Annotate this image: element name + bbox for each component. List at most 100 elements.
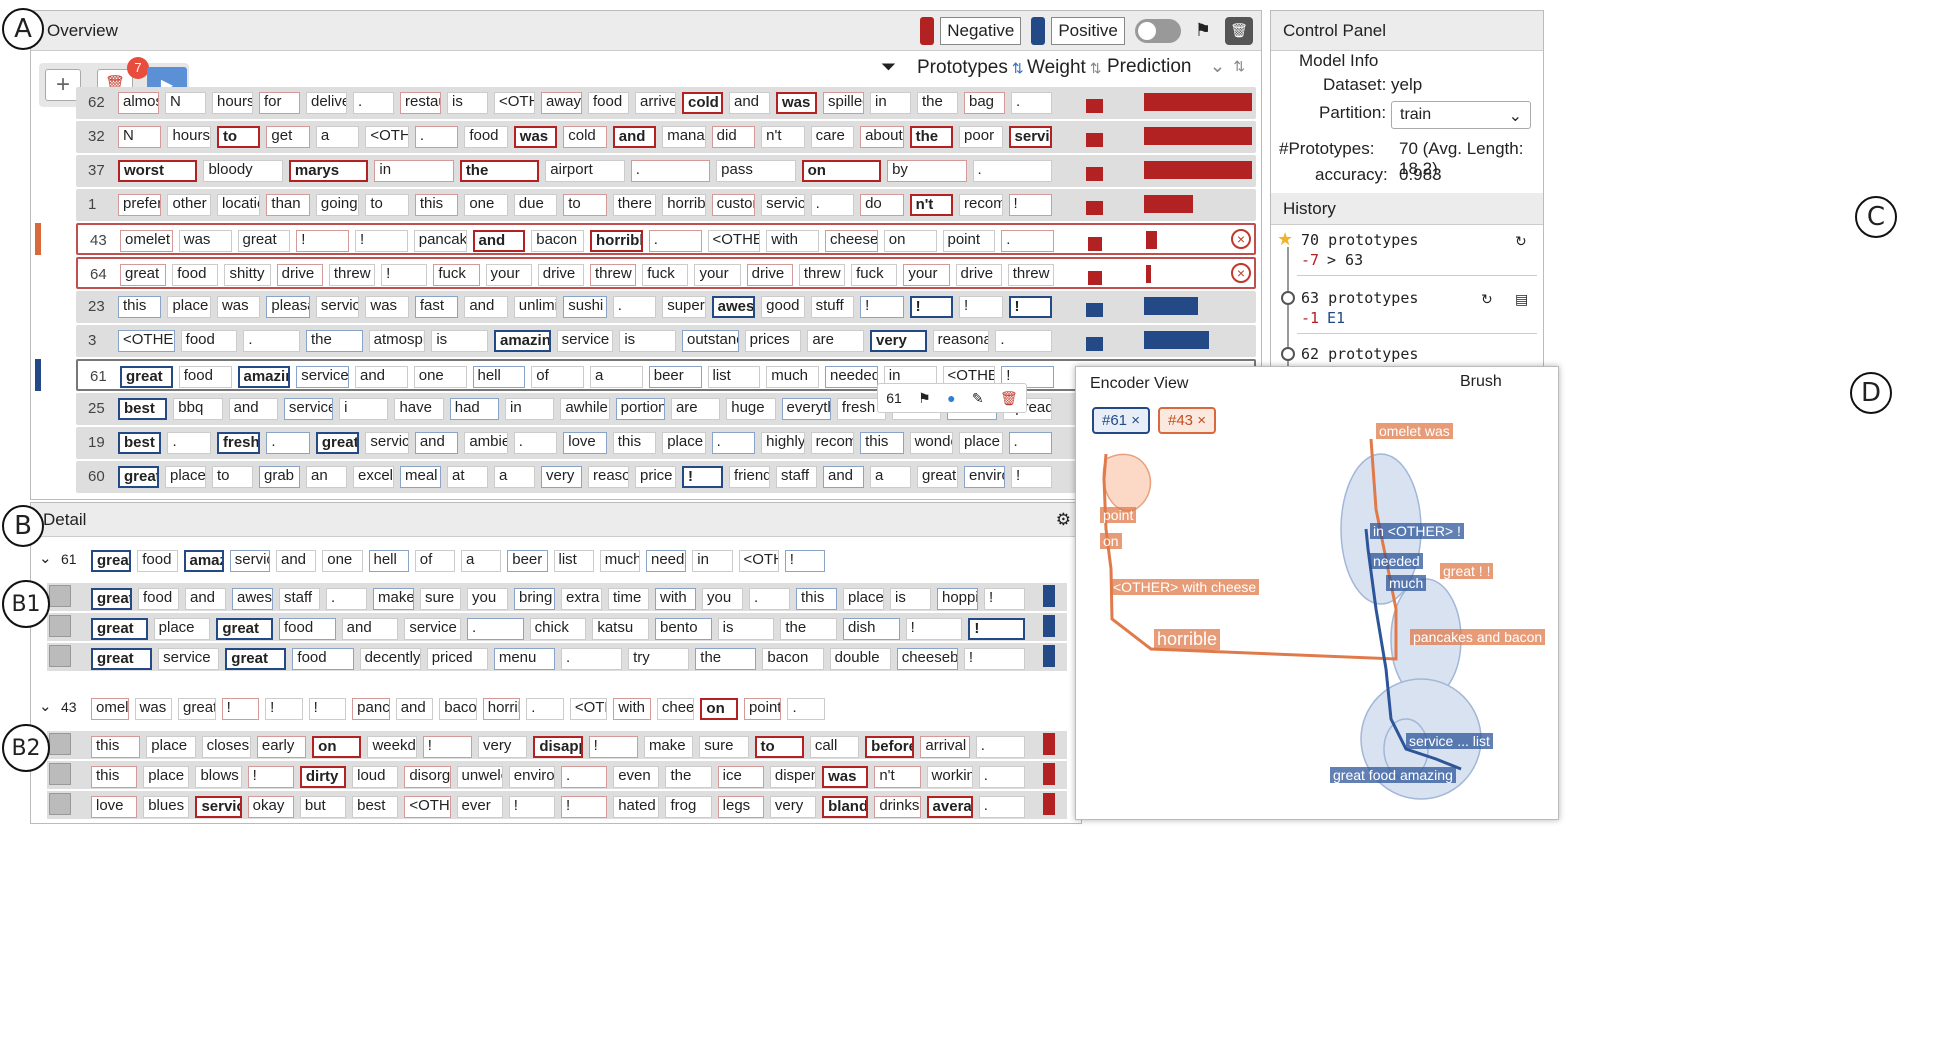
- token[interactable]: !: [909, 296, 954, 318]
- token[interactable]: one: [322, 550, 363, 572]
- token[interactable]: place: [146, 736, 196, 758]
- token[interactable]: on: [883, 230, 937, 252]
- token[interactable]: bbq: [173, 398, 223, 420]
- token[interactable]: great: [91, 588, 132, 610]
- token[interactable]: is: [619, 330, 676, 352]
- token[interactable]: <OTHER>: [365, 126, 409, 148]
- token[interactable]: extra: [561, 588, 602, 610]
- prototype-row[interactable]: 32Nhourstogeta<OTHER>.foodwascoldandmana…: [76, 121, 1256, 153]
- token[interactable]: .: [972, 160, 1052, 182]
- legend-positive[interactable]: Positive: [1031, 16, 1125, 45]
- token[interactable]: on: [801, 160, 882, 182]
- token[interactable]: this: [91, 736, 141, 758]
- token[interactable]: bacon: [439, 698, 477, 720]
- token[interactable]: .: [243, 330, 300, 352]
- token[interactable]: hopping: [937, 588, 978, 610]
- token[interactable]: beer: [507, 550, 548, 572]
- token[interactable]: place: [843, 588, 884, 610]
- token[interactable]: this: [860, 432, 904, 454]
- trash-icon[interactable]: 🗑: [1225, 16, 1253, 45]
- token[interactable]: is: [717, 618, 775, 640]
- token[interactable]: list: [707, 366, 761, 388]
- token[interactable]: pleasant: [266, 296, 310, 318]
- token[interactable]: and: [228, 398, 278, 420]
- token[interactable]: arrived: [635, 92, 676, 114]
- token[interactable]: best: [118, 398, 168, 420]
- token[interactable]: and: [464, 296, 508, 318]
- token[interactable]: !: [784, 550, 825, 572]
- token[interactable]: .: [978, 796, 1025, 818]
- token[interactable]: bring: [514, 588, 555, 610]
- history-item-1[interactable]: 70 prototypes: [1301, 231, 1419, 249]
- chevron-down-icon[interactable]: ⌄: [39, 550, 52, 567]
- token[interactable]: service: [158, 648, 220, 670]
- token[interactable]: food: [178, 366, 232, 388]
- token[interactable]: wonderful: [909, 432, 954, 454]
- token[interactable]: huge: [726, 398, 776, 420]
- token[interactable]: n't: [761, 126, 805, 148]
- token[interactable]: a: [494, 466, 535, 488]
- token[interactable]: at: [447, 466, 488, 488]
- token[interactable]: are: [807, 330, 864, 352]
- token[interactable]: great: [91, 550, 132, 572]
- legend-negative[interactable]: Negative: [920, 16, 1022, 45]
- token[interactable]: .: [513, 432, 558, 454]
- gear-icon[interactable]: ⚙: [1055, 509, 1071, 529]
- token[interactable]: threw: [328, 264, 376, 286]
- token[interactable]: love: [563, 432, 607, 454]
- token[interactable]: .: [526, 698, 564, 720]
- token[interactable]: .: [612, 296, 657, 318]
- token[interactable]: fast: [414, 296, 459, 318]
- token[interactable]: drive: [537, 264, 584, 286]
- token[interactable]: amazing: [494, 330, 551, 352]
- token[interactable]: great: [118, 466, 159, 488]
- prototype-row[interactable]: 61greatfoodamazingserviceandonehellofabe…: [76, 359, 1256, 391]
- token[interactable]: was: [365, 296, 409, 318]
- token[interactable]: this: [414, 194, 459, 216]
- token[interactable]: <OTHER>: [118, 330, 175, 352]
- token[interactable]: in: [692, 550, 733, 572]
- token[interactable]: weekdays: [367, 736, 417, 758]
- token[interactable]: .: [266, 432, 310, 454]
- token[interactable]: fresh: [836, 398, 887, 420]
- token[interactable]: staff: [279, 588, 320, 610]
- token[interactable]: .: [711, 432, 756, 454]
- token[interactable]: .: [1001, 230, 1054, 252]
- token[interactable]: dirty: [299, 766, 347, 788]
- token[interactable]: of: [531, 366, 584, 388]
- token[interactable]: there: [612, 194, 657, 216]
- token[interactable]: disappointed: [533, 736, 583, 758]
- prototype-row[interactable]: 62almostNhoursfordelivery.restaurantis<O…: [76, 87, 1256, 119]
- token[interactable]: fuck: [851, 264, 898, 286]
- token[interactable]: price: [635, 466, 676, 488]
- filter-icon[interactable]: ⏷: [881, 57, 897, 78]
- token[interactable]: food: [464, 126, 508, 148]
- token[interactable]: service: [556, 330, 614, 352]
- select-checkbox[interactable]: [49, 733, 71, 755]
- token[interactable]: !: [1008, 296, 1052, 318]
- token[interactable]: best: [118, 432, 162, 454]
- label-toggle[interactable]: [1134, 18, 1181, 43]
- token[interactable]: cheese: [825, 230, 878, 252]
- token[interactable]: threw: [1007, 264, 1054, 286]
- token[interactable]: average: [926, 796, 973, 818]
- token[interactable]: good: [761, 296, 805, 318]
- token[interactable]: to: [754, 736, 804, 758]
- token[interactable]: !: [1001, 366, 1054, 388]
- select-checkbox[interactable]: [49, 763, 71, 785]
- token[interactable]: the: [917, 92, 958, 114]
- document-icon[interactable]: ▤: [1515, 291, 1529, 307]
- token[interactable]: place: [143, 766, 190, 788]
- token[interactable]: katsu: [592, 618, 649, 640]
- token[interactable]: <OTHER>: [494, 92, 535, 114]
- token[interactable]: recommend: [959, 194, 1003, 216]
- select-checkbox[interactable]: [49, 585, 71, 607]
- token[interactable]: hated: [613, 796, 660, 818]
- token[interactable]: !: [308, 698, 347, 720]
- token[interactable]: service: [1008, 126, 1052, 148]
- token[interactable]: .: [326, 588, 367, 610]
- token[interactable]: pass: [716, 160, 796, 182]
- token[interactable]: bland: [822, 796, 869, 818]
- token[interactable]: very: [870, 330, 927, 352]
- token[interactable]: working: [926, 766, 973, 788]
